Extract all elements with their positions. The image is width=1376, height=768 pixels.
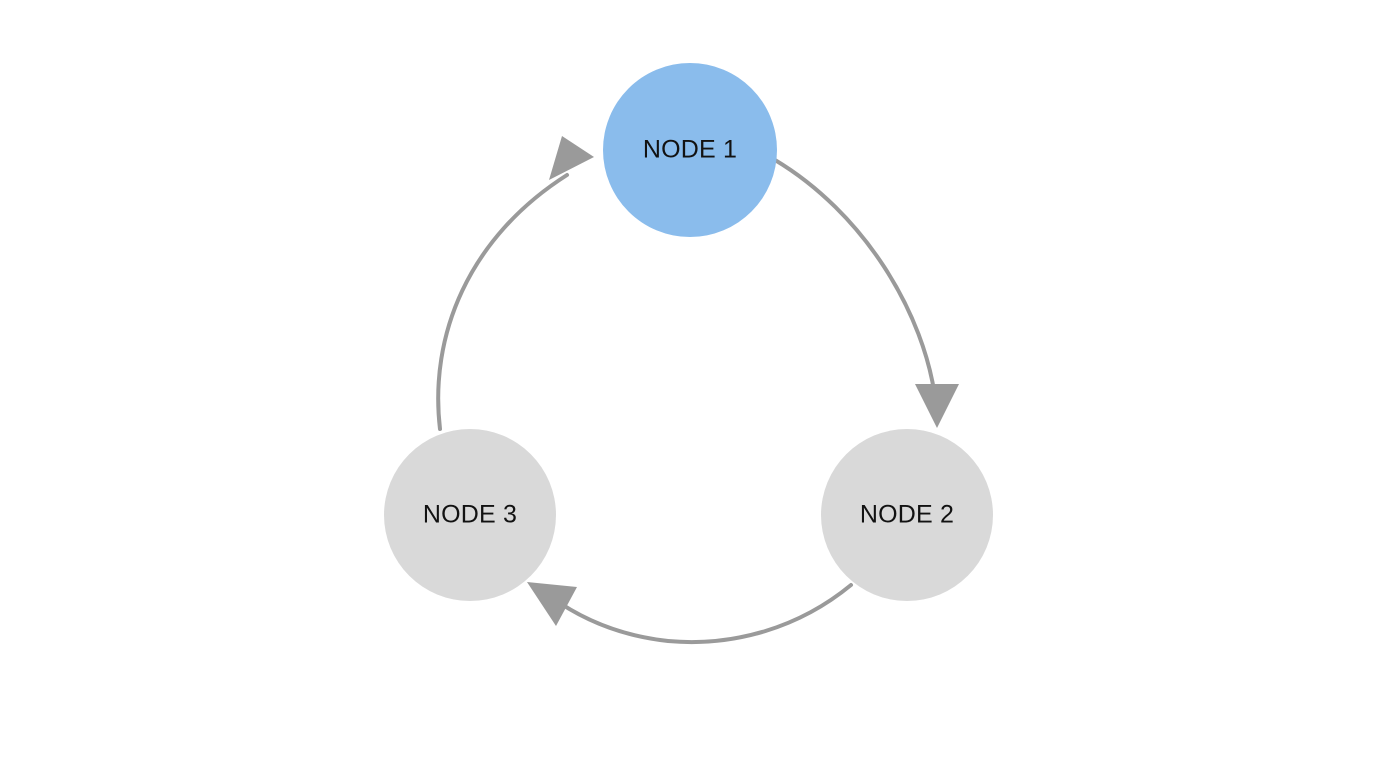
node-1-label: NODE 1 [643,136,737,164]
node-2-label: NODE 2 [860,501,954,529]
edge-node1-to-node2[interactable] [773,158,959,428]
edge-group [436,136,959,645]
edge-node2-to-node3[interactable] [527,582,853,645]
edge-node1-to-node2-line [773,158,938,406]
edge-node2-to-node3-arrowhead [527,582,577,626]
node-group: NODE 1 NODE 2 NODE 3 [384,63,993,601]
node-2[interactable]: NODE 2 [821,429,993,601]
edge-node3-to-node1-line [436,173,569,431]
edge-node1-to-node2-arrowhead [915,384,959,428]
node-1[interactable]: NODE 1 [603,63,777,237]
edge-node2-to-node3-line [549,583,853,645]
node-3[interactable]: NODE 3 [384,429,556,601]
edge-node3-to-node1-arrowhead [549,136,594,180]
edge-node3-to-node1[interactable] [436,136,594,431]
node-3-circle[interactable] [384,429,556,601]
node-3-label: NODE 3 [423,501,517,529]
node-2-circle[interactable] [821,429,993,601]
node-1-circle[interactable] [603,63,777,237]
